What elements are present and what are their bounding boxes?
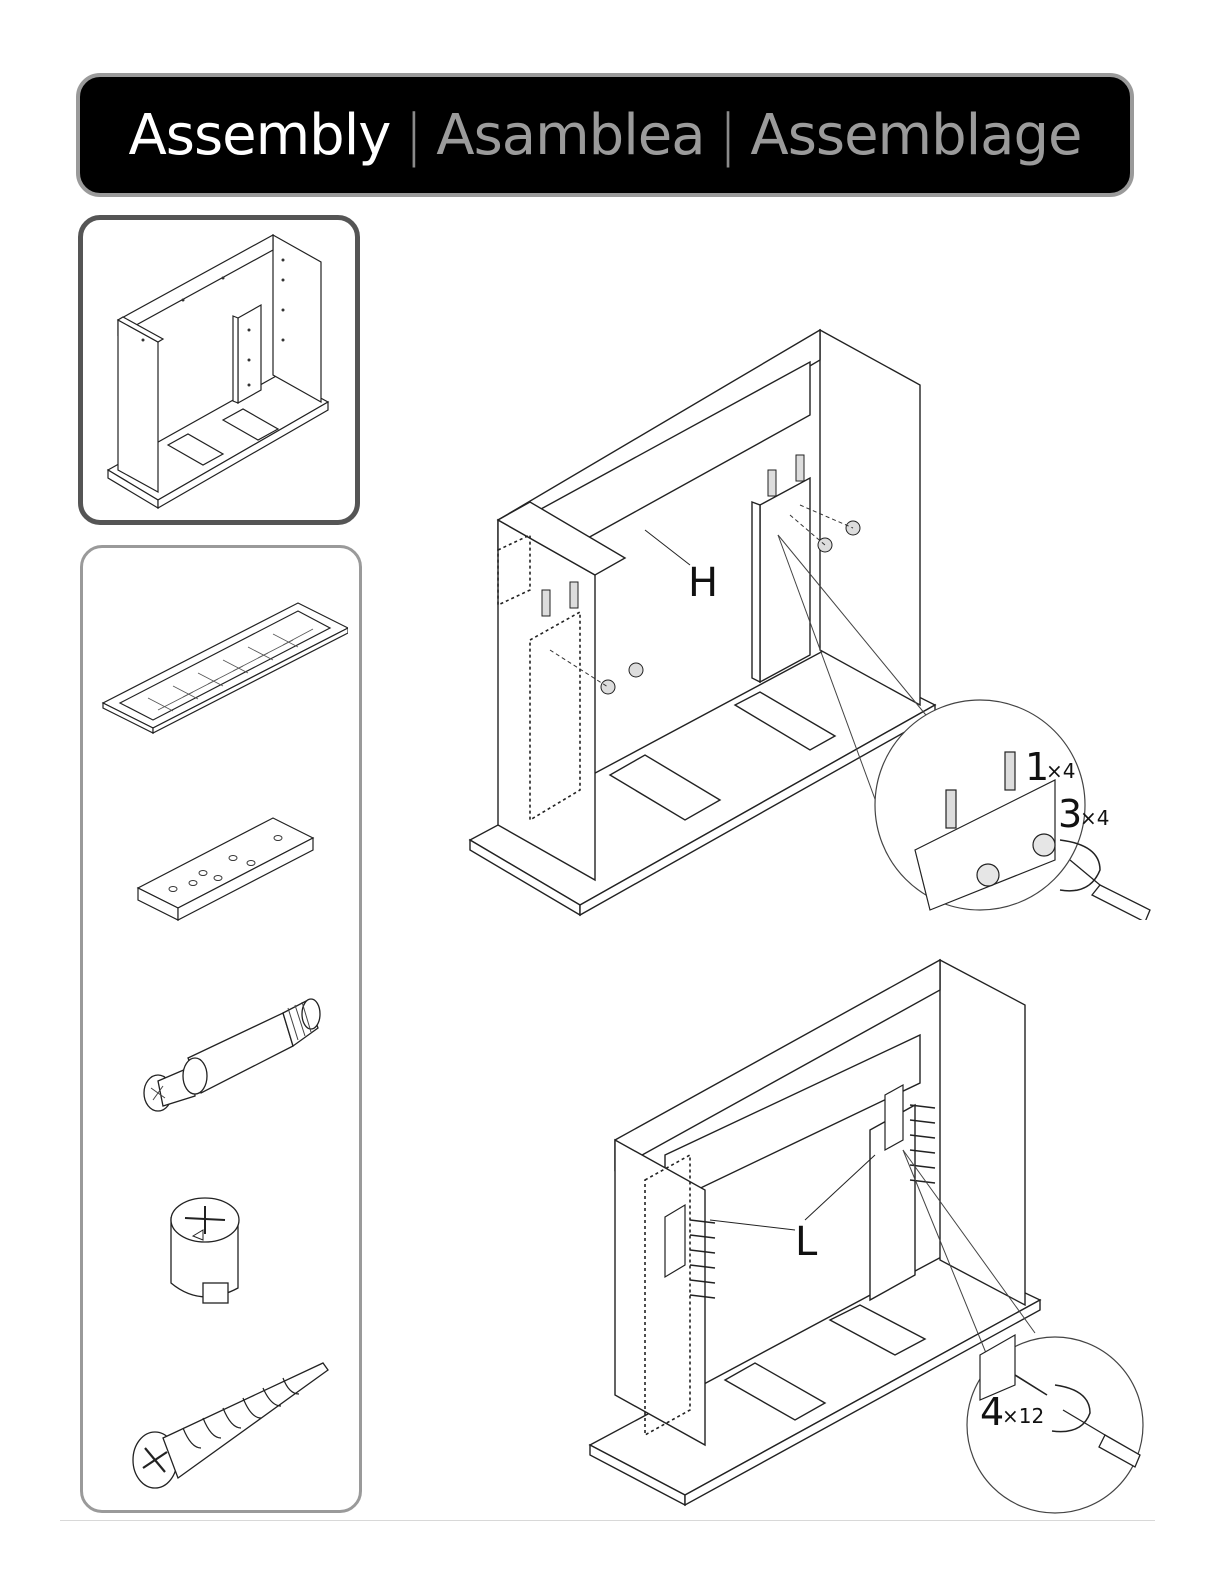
title-separator: | — [404, 103, 422, 168]
panel-label-l: L — [795, 1219, 818, 1265]
title-french: Assemblage — [750, 103, 1081, 168]
cam-lock-nut-part — [163, 1188, 303, 1318]
cam-bolt-part — [133, 988, 333, 1128]
bracket-plate-part — [133, 803, 323, 923]
callout-part-4-number: 4 — [980, 1390, 1004, 1434]
panel-label-h: H — [688, 560, 718, 606]
callout-part-3-number: 3 — [1058, 792, 1082, 836]
callout-part-1-qty: ×4 — [1046, 759, 1075, 783]
footer-divider — [60, 1520, 1155, 1521]
callout-part-4-qty: ×12 — [1002, 1404, 1044, 1428]
title-spanish: Asamblea — [436, 103, 704, 168]
assembly-step-diagram-top: H 1 ×4 3 ×4 — [460, 320, 1170, 920]
title-english: Assembly — [129, 103, 391, 168]
herringbone-panel-part — [98, 598, 348, 758]
preview-panel — [78, 215, 360, 525]
parts-panel — [80, 545, 362, 1513]
title-separator: | — [719, 103, 737, 168]
assembly-step-diagram-bottom: L 4 ×12 — [585, 955, 1155, 1515]
header-banner: Assembly | Asamblea | Assemblage — [76, 73, 1134, 197]
screw-part — [123, 1348, 343, 1498]
callout-part-3-qty: ×4 — [1080, 806, 1109, 830]
assembled-unit-thumbnail — [83, 220, 355, 520]
